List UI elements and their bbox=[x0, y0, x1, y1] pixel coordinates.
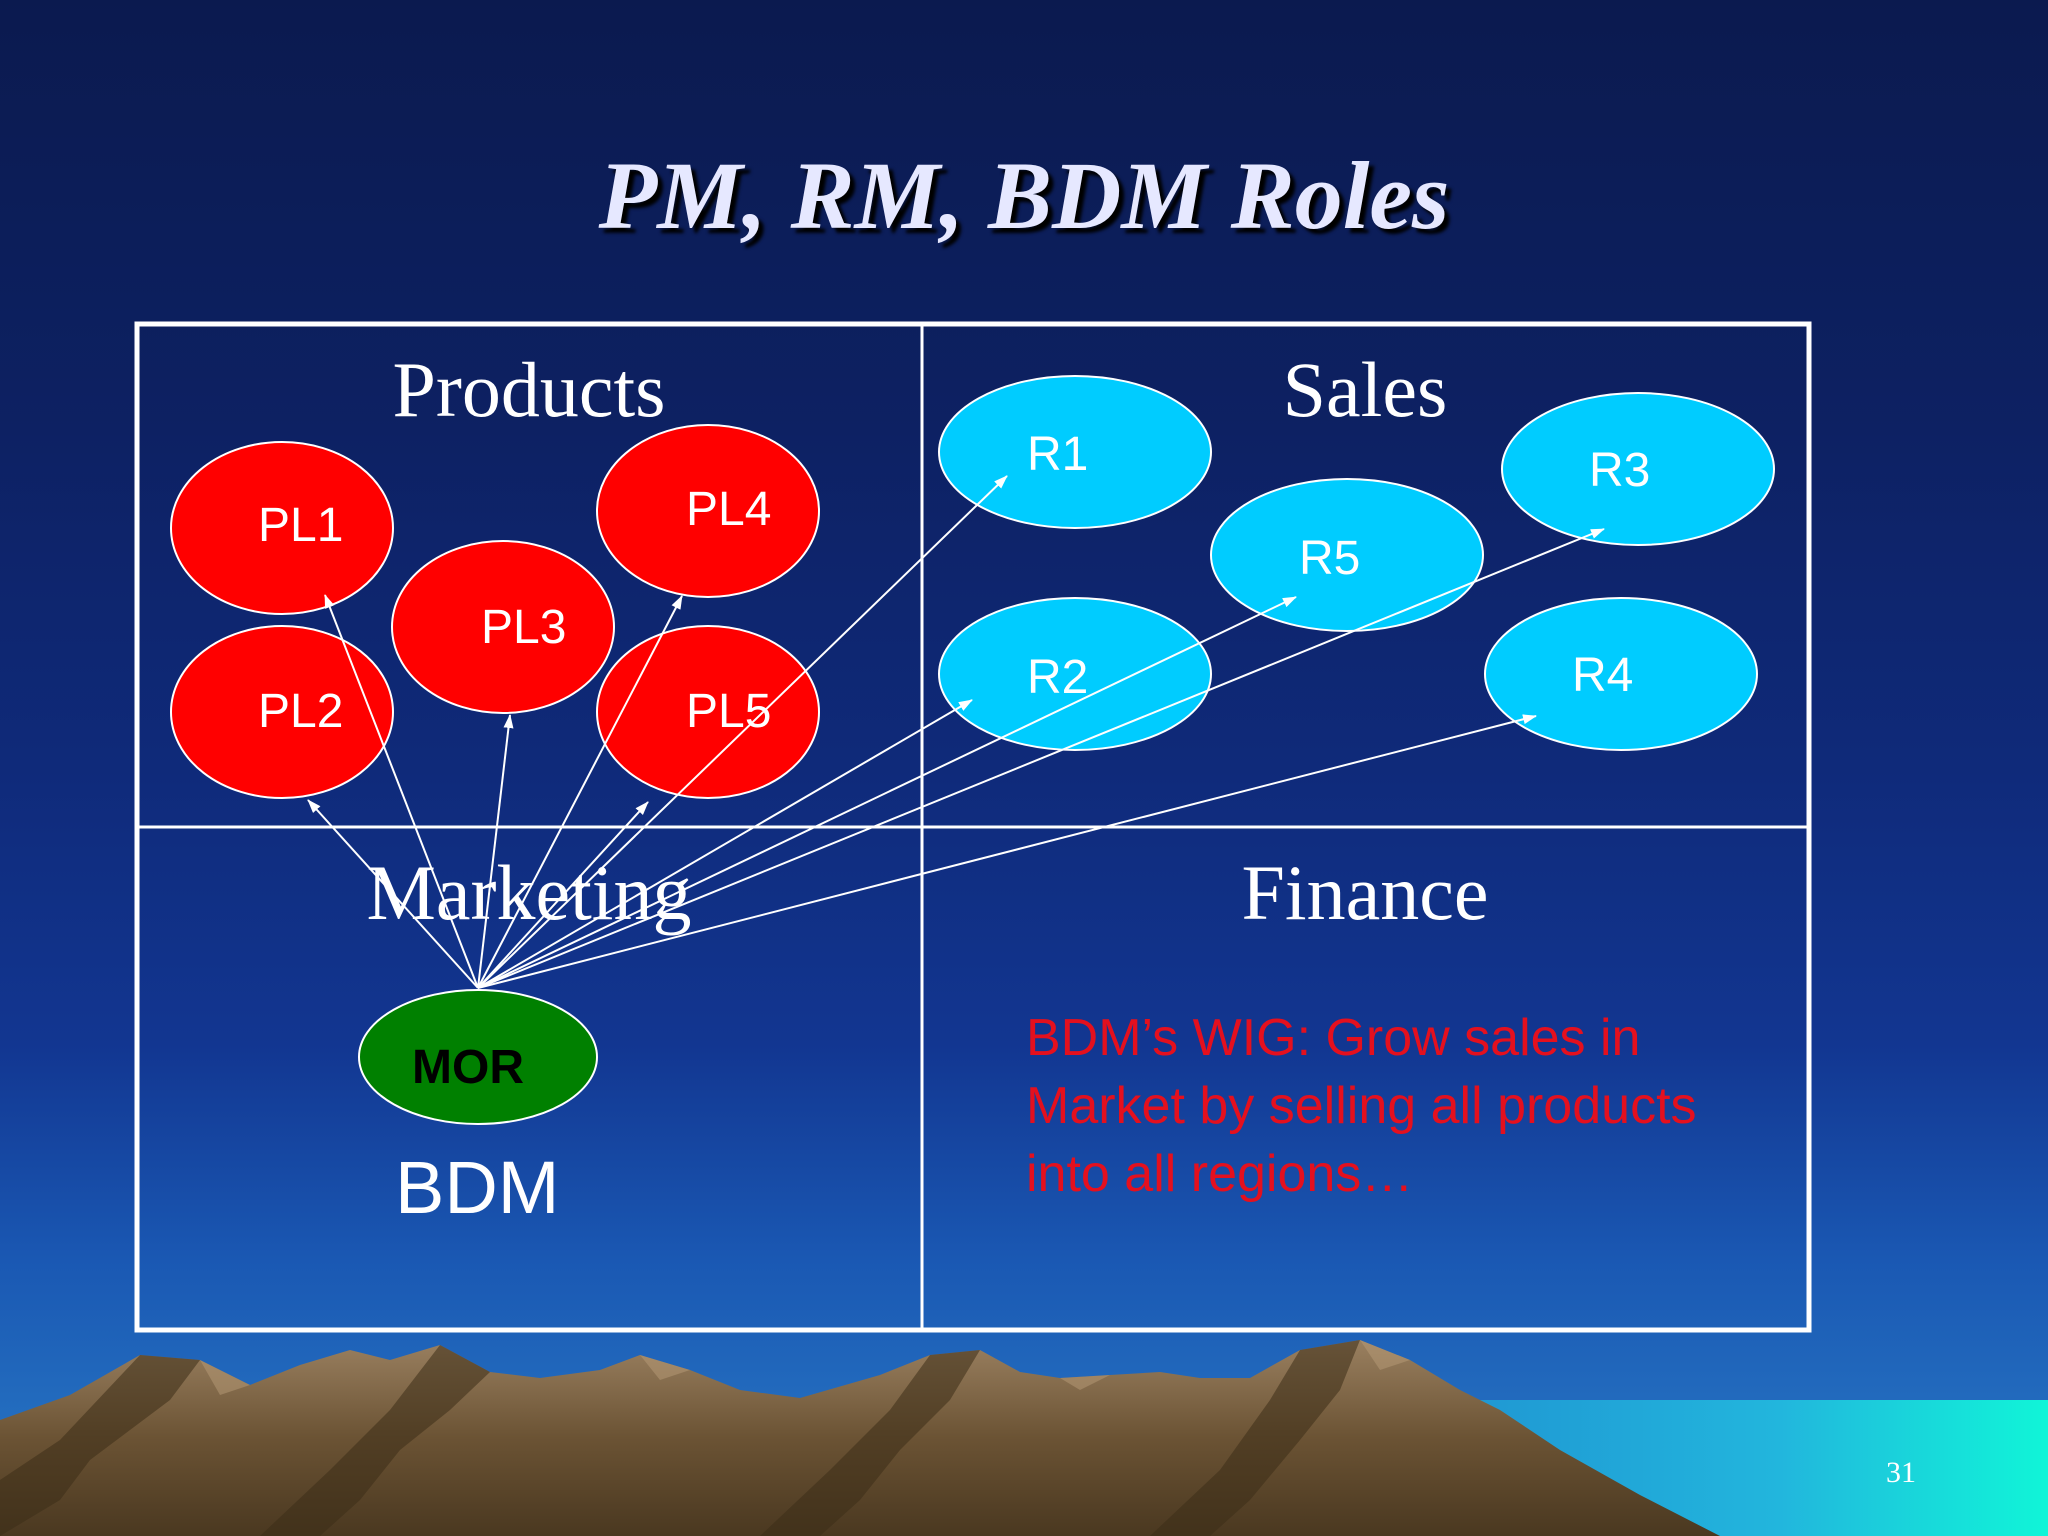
arrow-to-r5 bbox=[477, 596, 1297, 989]
mountain-shadow bbox=[0, 1340, 1360, 1536]
pl4-node bbox=[596, 424, 820, 598]
r3-label: R3 bbox=[1589, 444, 1651, 497]
mor-node bbox=[358, 989, 598, 1125]
pl1-node bbox=[170, 441, 394, 615]
wig-statement: BDM’s WIG: Grow sales in Market by selli… bbox=[1026, 1009, 1697, 1203]
r1-node bbox=[938, 375, 1212, 529]
arrow-to-pl1 bbox=[324, 594, 479, 989]
arrow-to-pl4 bbox=[477, 595, 683, 989]
arrow-to-pl3 bbox=[477, 714, 514, 989]
r5-node bbox=[1210, 478, 1484, 632]
r4-node bbox=[1484, 597, 1758, 751]
marketing-label: Marketing bbox=[366, 849, 692, 936]
arrow-to-pl2 bbox=[307, 799, 479, 989]
slide-title: PM, RM, BDM Roles bbox=[598, 142, 1450, 249]
pl5-node bbox=[596, 625, 820, 799]
pl3-label: PL3 bbox=[481, 601, 567, 654]
mor-label: MOR bbox=[412, 1041, 524, 1094]
pl2-node bbox=[170, 625, 394, 799]
r3-node bbox=[1501, 392, 1775, 546]
mountain-range bbox=[0, 1340, 1720, 1536]
r2-node bbox=[938, 597, 1212, 751]
pl4-label: PL4 bbox=[686, 483, 772, 536]
arrow-to-r1 bbox=[477, 475, 1008, 989]
r5-label: R5 bbox=[1299, 532, 1361, 585]
arrow-to-r2 bbox=[477, 699, 973, 989]
arrow-to-r3 bbox=[477, 528, 1605, 989]
r4-label: R4 bbox=[1572, 649, 1634, 702]
slide-number: 31 bbox=[1886, 1456, 1916, 1489]
arrow-to-r4 bbox=[477, 714, 1537, 989]
connector-arrows bbox=[307, 475, 1605, 989]
r2-label: R2 bbox=[1027, 651, 1089, 704]
pl1-label: PL1 bbox=[258, 499, 344, 552]
product-nodes bbox=[170, 424, 820, 799]
arrow-to-pl5 bbox=[477, 801, 649, 989]
region-nodes bbox=[938, 375, 1775, 751]
pl2-label: PL2 bbox=[258, 685, 344, 738]
r1-label: R1 bbox=[1027, 428, 1089, 481]
products-label: Products bbox=[392, 346, 666, 433]
sales-label: Sales bbox=[1282, 346, 1448, 433]
pl3-node bbox=[391, 540, 615, 714]
pl5-label: PL5 bbox=[686, 685, 772, 738]
finance-label: Finance bbox=[1241, 849, 1489, 936]
bdm-label: BDM bbox=[395, 1146, 560, 1229]
mountain-landscape bbox=[0, 1340, 2048, 1536]
